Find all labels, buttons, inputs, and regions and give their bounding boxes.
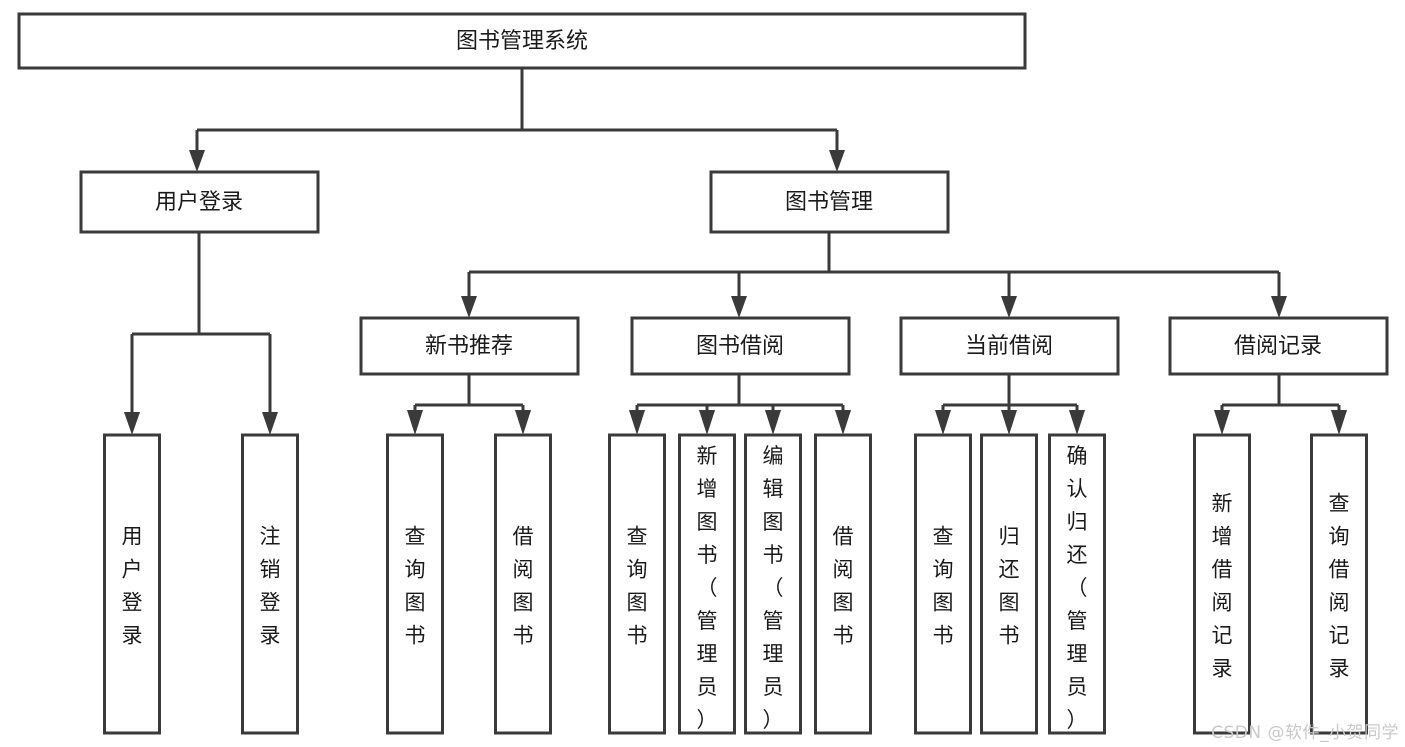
leaf-node-book-borrow-1[interactable]: 查询图书 xyxy=(608,433,666,735)
leaf-node-label: 用户登录 xyxy=(122,525,143,648)
connector-records-to-leaves xyxy=(1214,374,1347,435)
node-book-management[interactable]: 图书管理 xyxy=(709,170,950,234)
node-user-login[interactable]: 用户登录 xyxy=(79,170,320,234)
leaf-node-user-login-2[interactable]: 注销登录 xyxy=(241,433,299,735)
leaf-node-borrow-records-2[interactable]: 查询借阅记录 xyxy=(1310,433,1368,735)
node-borrow-records-label: 借阅记录 xyxy=(1234,334,1322,359)
leaf-node-label: 编辑图书（管理员） xyxy=(763,444,784,732)
leaf-node-label: 查询借阅记录 xyxy=(1329,492,1350,681)
node-borrow-records[interactable]: 借阅记录 xyxy=(1168,316,1389,376)
leaf-node-label: 借阅图书 xyxy=(513,525,534,648)
connector-userlogin-to-leaves xyxy=(124,232,278,435)
connector-bookmgmt-to-level3 xyxy=(461,232,1287,318)
leaf-node-user-login-1[interactable]: 用户登录 xyxy=(103,433,161,735)
node-current-borrow-label: 当前借阅 xyxy=(965,334,1053,359)
connector-borrow-to-leaves xyxy=(629,374,851,435)
leaf-node-book-borrow-2[interactable]: 新增图书（管理员） xyxy=(678,433,736,735)
connector-root-to-level2 xyxy=(189,68,845,172)
node-current-borrow[interactable]: 当前借阅 xyxy=(899,316,1120,376)
node-book-borrow-label: 图书借阅 xyxy=(696,334,784,359)
leaf-node-borrow-records-1[interactable]: 新增借阅记录 xyxy=(1193,433,1251,735)
leaf-node-book-borrow-4[interactable]: 借阅图书 xyxy=(814,433,872,735)
leaf-node-label: 查询图书 xyxy=(627,525,648,648)
leaf-node-current-borrow-3[interactable]: 确认归还（管理员） xyxy=(1048,433,1106,735)
leaf-node-label: 查询图书 xyxy=(405,525,426,648)
node-book-management-label: 图书管理 xyxy=(785,190,873,215)
leaf-node-book-borrow-3[interactable]: 编辑图书（管理员） xyxy=(744,433,802,735)
connector-current-to-leaves xyxy=(935,374,1085,435)
leaf-node-label: 新增图书（管理员） xyxy=(697,444,718,732)
node-book-borrow[interactable]: 图书借阅 xyxy=(630,316,851,376)
node-root[interactable]: 图书管理系统 xyxy=(17,12,1027,70)
connector-newbook-to-leaves xyxy=(407,374,531,435)
node-root-label: 图书管理系统 xyxy=(456,29,588,54)
leaf-node-current-borrow-2[interactable]: 归还图书 xyxy=(980,433,1038,735)
leaf-node-label: 查询图书 xyxy=(933,525,954,648)
leaf-node-label: 借阅图书 xyxy=(833,525,854,648)
leaf-node-layer: 用户登录 注销登录 查询图书 借阅图书 查询图书 新增图书（管理员） 编辑图书（管理员） 借阅… xyxy=(103,433,1368,735)
leaf-node-label: 新增借阅记录 xyxy=(1212,492,1233,681)
leaf-node-label: 归还图书 xyxy=(999,525,1020,648)
node-new-book-recommend[interactable]: 新书推荐 xyxy=(359,316,580,376)
node-user-login-label: 用户登录 xyxy=(155,190,243,215)
leaf-node-new-book-1[interactable]: 查询图书 xyxy=(386,433,444,735)
leaf-node-label: 注销登录 xyxy=(260,525,281,648)
leaf-node-new-book-2[interactable]: 借阅图书 xyxy=(494,433,552,735)
node-new-book-recommend-label: 新书推荐 xyxy=(425,334,513,359)
leaf-node-label: 确认归还（管理员） xyxy=(1067,444,1088,732)
leaf-node-current-borrow-1[interactable]: 查询图书 xyxy=(914,433,972,735)
